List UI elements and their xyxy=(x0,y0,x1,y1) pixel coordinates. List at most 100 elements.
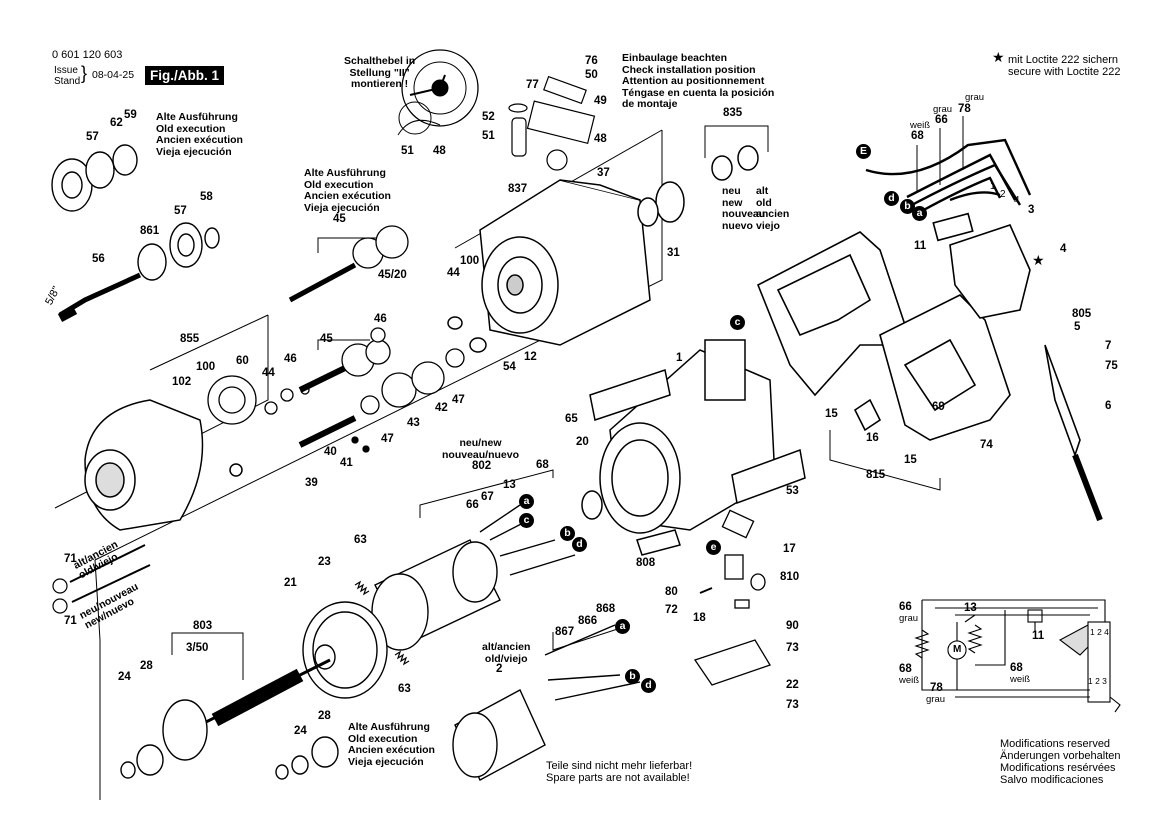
schem-label: 66 xyxy=(899,601,912,613)
conn-b-2: b xyxy=(625,669,640,684)
part-label: 58 xyxy=(200,191,213,203)
fan-wheel-803 xyxy=(162,699,208,761)
part-label: 43 xyxy=(407,417,420,429)
part-label: 45 xyxy=(333,213,346,225)
part-label: 810 xyxy=(780,571,800,583)
part-label: 855 xyxy=(180,333,200,345)
part-label: 46 xyxy=(374,313,387,325)
part-label: 808 xyxy=(636,557,656,569)
part-label: 2 xyxy=(1000,189,1006,200)
part-48-bracket xyxy=(526,100,596,145)
schem-label: 68 xyxy=(1010,662,1023,674)
conn-c-1: c xyxy=(519,513,534,528)
part-label: 12 xyxy=(524,351,537,363)
part-label: 4 xyxy=(1014,195,1020,206)
part-label: 56 xyxy=(92,253,105,265)
star-icon: ★ xyxy=(992,49,1005,65)
part-label: 102 xyxy=(172,376,192,388)
part-label: 22 xyxy=(786,679,799,691)
part-label: 3 xyxy=(1028,204,1035,216)
part-11 xyxy=(932,212,974,242)
part-810-box xyxy=(724,554,744,580)
shaft-45 xyxy=(288,262,357,303)
part-label: 28 xyxy=(318,710,331,722)
part-label: 63 xyxy=(354,534,367,546)
screw-71-old xyxy=(69,544,146,583)
wiring-schematic xyxy=(889,591,1131,713)
part-label: 57 xyxy=(174,205,187,217)
schem-label: 11 xyxy=(1032,630,1045,642)
conn-b-3: b xyxy=(900,199,915,214)
part-label: 48 xyxy=(433,145,446,157)
part-label: 4 xyxy=(1060,243,1067,255)
doc-number: 0 601 120 603 xyxy=(52,49,123,61)
conn-d-1: d xyxy=(572,537,587,552)
schem-grau-66: grau xyxy=(899,613,919,624)
part-label: 11 xyxy=(914,240,927,252)
part-label: 53 xyxy=(786,485,799,497)
part-label: 57 xyxy=(86,131,99,143)
part-49-plate xyxy=(543,75,587,105)
part-label: 3/50 xyxy=(186,642,209,654)
wire-color-grau-66: grau xyxy=(933,104,953,115)
part-label: 48 xyxy=(594,133,607,145)
part-label: 6 xyxy=(1105,400,1112,412)
part-label: 17 xyxy=(783,543,796,555)
part-label: 67 xyxy=(481,491,494,503)
power-cord xyxy=(1072,453,1103,522)
ring-20 xyxy=(581,490,603,520)
part-label: 868 xyxy=(596,603,616,615)
part-48-nut xyxy=(546,149,568,171)
conn-E-1: E xyxy=(856,144,871,159)
schem-label: 78 xyxy=(930,682,943,694)
part-label: 13 xyxy=(503,479,516,491)
schem-terminals-bottom: 1 2 3 xyxy=(1088,676,1107,686)
brace: } xyxy=(81,63,88,83)
part-label: 68 xyxy=(536,459,549,471)
label-53 xyxy=(731,448,806,505)
spring-63 xyxy=(354,580,370,596)
issue-date: 08-04-25 xyxy=(92,69,135,81)
part-label: 54 xyxy=(503,361,516,373)
part-label: 866 xyxy=(578,615,598,627)
part-51-bushing xyxy=(511,117,527,157)
conn-d-2: d xyxy=(641,678,656,693)
part-label: 7 xyxy=(1105,340,1112,352)
part-label: 100 xyxy=(460,255,480,267)
schem-grau-78: grau xyxy=(926,694,946,705)
part-label: 49 xyxy=(594,95,607,107)
conn-a-3: a xyxy=(912,206,927,221)
fig-label: Fig./Abb. 1 xyxy=(145,66,224,85)
part-label: 867 xyxy=(555,626,575,638)
part-label: 74 xyxy=(980,439,993,451)
lever-knob xyxy=(401,49,479,127)
wire-color-weiss-68: weiß xyxy=(910,120,931,131)
ring-861 xyxy=(137,243,167,281)
conn-e-1: e xyxy=(706,540,721,555)
motor-symbol: M xyxy=(953,644,962,655)
part-label: 73 xyxy=(786,642,799,654)
part-label: 805 xyxy=(1072,308,1092,320)
part-label: 63 xyxy=(398,683,411,695)
switch-4 xyxy=(949,224,1031,319)
part-label: 59 xyxy=(124,109,137,121)
part-label: 66 xyxy=(466,499,479,511)
part-label: 20 xyxy=(576,436,589,448)
part-label: 2 xyxy=(496,663,503,675)
part-17 xyxy=(721,509,755,539)
conn-a-2: a xyxy=(615,619,630,634)
shaft-39 xyxy=(298,415,357,448)
part-label: 16 xyxy=(866,432,879,444)
part-label: 1 xyxy=(990,181,996,192)
part-label: 46 xyxy=(284,353,297,365)
part-label: 78 xyxy=(958,103,971,115)
part-label: 815 xyxy=(866,469,886,481)
part-label: 18 xyxy=(693,612,706,624)
part-label: 837 xyxy=(508,183,528,195)
gear-42 xyxy=(411,361,445,395)
bearing-31 xyxy=(655,181,685,223)
part-label: 71 xyxy=(64,615,77,627)
